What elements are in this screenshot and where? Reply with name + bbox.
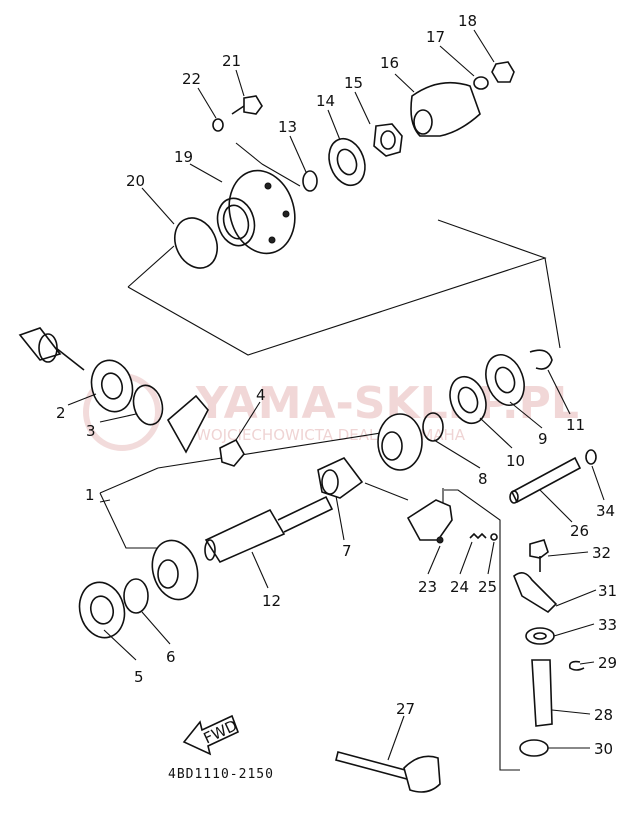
gear-part-8[interactable] [377,413,423,471]
shim-part-6[interactable] [123,578,149,614]
part-label-15[interactable]: 15 [344,74,363,92]
part-label-8[interactable]: 8 [478,470,488,488]
part-label-4[interactable]: 4 [256,386,266,404]
part-label-34[interactable]: 34 [596,502,615,520]
forward-arrow-icon: FWD [182,714,240,756]
hex-nut-part-15[interactable] [373,123,403,157]
part-label-1[interactable]: 1 [85,486,95,504]
ring-part-3[interactable] [129,382,166,428]
bearing-part-5[interactable] [74,577,131,642]
nut-part-4[interactable] [219,438,245,467]
clip-part-29[interactable] [568,660,585,671]
lever-part-31[interactable] [513,572,558,614]
part-label-30[interactable]: 30 [594,740,613,758]
part-label-21[interactable]: 21 [222,52,241,70]
part-label-31[interactable]: 31 [598,582,617,600]
part-label-18[interactable]: 18 [458,12,477,30]
bearing-part-2[interactable] [86,356,138,417]
diagram-code: 4BD1110-2150 [168,767,274,782]
bearing-part-14[interactable] [323,134,371,191]
bearing-part-10[interactable] [444,372,492,429]
gasket-part-20[interactable] [167,211,225,275]
shift-rod-part-26[interactable] [509,456,582,504]
part-label-11[interactable]: 11 [566,416,585,434]
assembly-outline [157,429,401,469]
part-label-6[interactable]: 6 [166,648,176,666]
part-label-16[interactable]: 16 [380,54,399,72]
part-label-5[interactable]: 5 [134,668,144,686]
part-label-19[interactable]: 19 [174,148,193,166]
part-label-9[interactable]: 9 [538,430,548,448]
assembly-outline [99,467,160,549]
o-ring-part-34[interactable] [585,449,597,465]
part-label-26[interactable]: 26 [570,522,589,540]
part-label-3[interactable]: 3 [86,422,96,440]
part-label-20[interactable]: 20 [126,172,145,190]
bevel-gear-lower[interactable] [146,535,204,604]
part-label-14[interactable]: 14 [316,92,335,110]
shim-ring[interactable] [422,412,444,442]
part-label-33[interactable]: 33 [598,616,617,634]
nut-part-18[interactable] [491,61,515,83]
part-label-2[interactable]: 2 [56,404,66,422]
part-label-28[interactable]: 28 [594,706,613,724]
washer-part-13[interactable] [302,170,318,192]
shift-shaft-part-28[interactable] [531,659,553,727]
part-label-13[interactable]: 13 [278,118,297,136]
seal-part-33[interactable] [525,627,555,645]
washer-part-22[interactable] [212,118,224,132]
clutch-dog-part-7[interactable] [317,457,364,499]
part-label-24[interactable]: 24 [450,578,469,596]
part-label-10[interactable]: 10 [506,452,525,470]
part-number-labels: 1 2 3 4 5 6 7 8 9 10 11 12 13 14 15 16 1… [56,12,617,758]
part-label-7[interactable]: 7 [342,542,352,560]
ball-part-25[interactable] [490,533,498,541]
assembly-outline [127,219,561,356]
part-label-23[interactable]: 23 [418,578,437,596]
yoke-part-16[interactable] [410,81,481,137]
bearing-part-9[interactable] [479,349,531,410]
assembly-outline [444,489,520,771]
bolt-part-32[interactable] [529,539,549,572]
drive-shaft-end[interactable] [18,327,85,371]
pinion-shaft-part-12[interactable] [204,495,334,564]
leader-lines [67,29,605,761]
bolt-part-21[interactable] [231,95,263,115]
part-label-17[interactable]: 17 [426,28,445,46]
shift-fork-part-23[interactable] [406,499,453,544]
bevel-gear-cone[interactable] [166,394,209,454]
circlip-part-11[interactable] [529,349,553,370]
part-label-27[interactable]: 27 [396,700,415,718]
part-label-29[interactable]: 29 [598,654,617,672]
part-label-32[interactable]: 32 [592,544,611,562]
assembly-outline [235,142,301,187]
washer-part-30[interactable] [519,739,549,757]
part-label-22[interactable]: 22 [182,70,201,88]
assembly-outline [364,482,409,501]
bearing-housing-part-19[interactable] [212,163,303,261]
part-label-25[interactable]: 25 [478,578,497,596]
washer-part-17[interactable] [473,76,489,90]
fwd-label: FWD [201,716,240,747]
shift-arm-part-27[interactable] [335,751,441,793]
part-label-12[interactable]: 12 [262,592,281,610]
spring-part-24[interactable] [469,532,487,540]
